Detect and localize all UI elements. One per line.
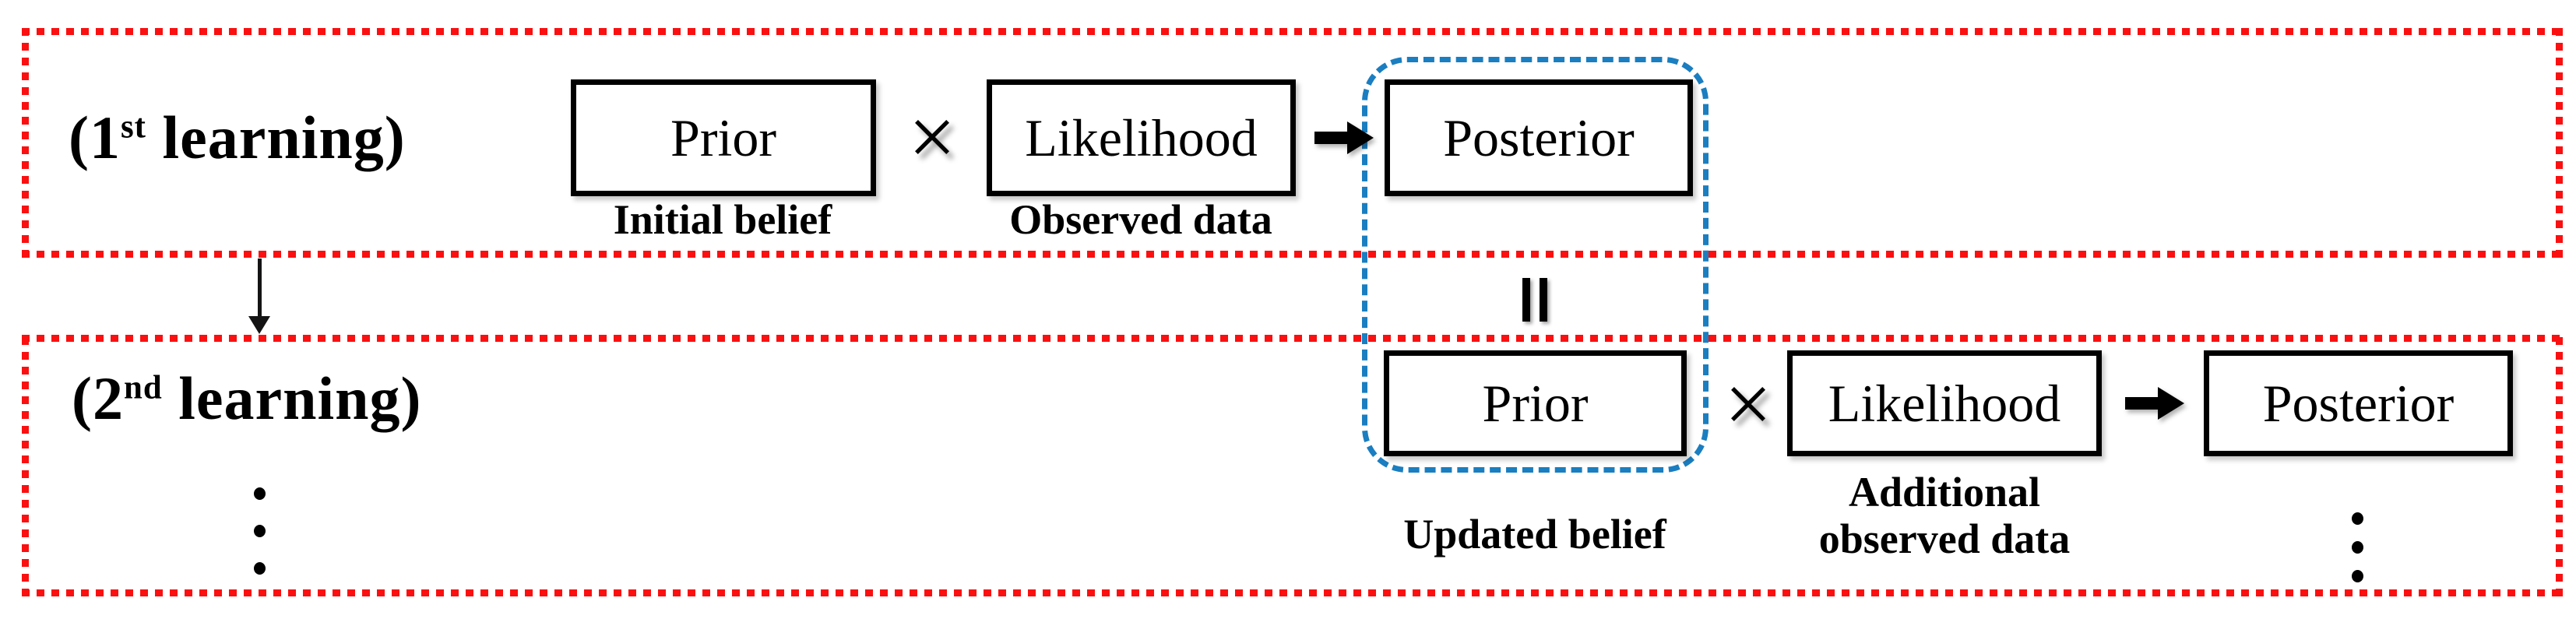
right-arrow-icon (1314, 121, 1374, 154)
ellipsis-dot (254, 487, 266, 500)
ellipsis-dot (2352, 541, 2363, 554)
arrow-shaft (2125, 397, 2158, 410)
caption-line: Additional (1848, 469, 2041, 515)
equals-bar (1522, 278, 1530, 322)
prior-label: Prior (670, 107, 776, 167)
ordinal-superscript: nd (123, 369, 163, 406)
second-learning-heading: (2nd learning) (72, 360, 422, 448)
right-arrow-icon (2125, 387, 2184, 420)
heading-text: learning) (162, 364, 422, 432)
second-learning-enclosure (22, 335, 2563, 596)
vertical-ellipsis-icon (254, 487, 266, 575)
heading-text: learning) (146, 104, 406, 171)
vertical-ellipsis-icon (2352, 512, 2363, 582)
arrow-stem (257, 259, 262, 316)
posterior-label: Posterior (1443, 107, 1635, 167)
arrow-head (1347, 121, 1374, 154)
multiply-icon: × (908, 91, 956, 184)
arrow-shaft (1314, 132, 1347, 144)
likelihood-label: Likelihood (1025, 107, 1258, 167)
likelihood-box-second: Likelihood (1787, 350, 2102, 456)
multiply-icon: × (1724, 358, 1772, 451)
equals-icon (1522, 278, 1547, 322)
ordinal-superscript: st (120, 108, 146, 146)
posterior-box-first: Posterior (1385, 79, 1693, 196)
likelihood-caption-first: Observed data (1009, 196, 1272, 243)
posterior-equals-prior-link-outline (1362, 57, 1709, 473)
posterior-label: Posterior (2262, 373, 2455, 433)
ellipsis-dot (254, 562, 266, 575)
posterior-box-second: Posterior (2204, 350, 2513, 456)
ellipsis-dot (254, 525, 266, 537)
caption-line: observed data (1818, 515, 2071, 562)
down-arrow-icon (248, 259, 270, 334)
heading-text: (2 (72, 364, 124, 432)
ellipsis-dot (2352, 512, 2363, 525)
heading-text: (1 (69, 104, 121, 171)
prior-caption-second: Updated belief (1403, 511, 1666, 557)
likelihood-label: Likelihood (1828, 373, 2061, 433)
ellipsis-dot (2352, 570, 2363, 582)
arrow-head (248, 316, 270, 334)
likelihood-box-first: Likelihood (987, 79, 1296, 196)
prior-label: Prior (1482, 373, 1589, 433)
prior-caption-first: Initial belief (613, 196, 832, 243)
equals-bar (1540, 278, 1547, 322)
arrow-head (2158, 387, 2184, 420)
first-learning-heading: (1st learning) (69, 99, 406, 187)
likelihood-caption-second: Additional observed data (1742, 469, 2147, 562)
prior-box-second: Prior (1384, 350, 1687, 456)
prior-box-first: Prior (571, 79, 876, 196)
